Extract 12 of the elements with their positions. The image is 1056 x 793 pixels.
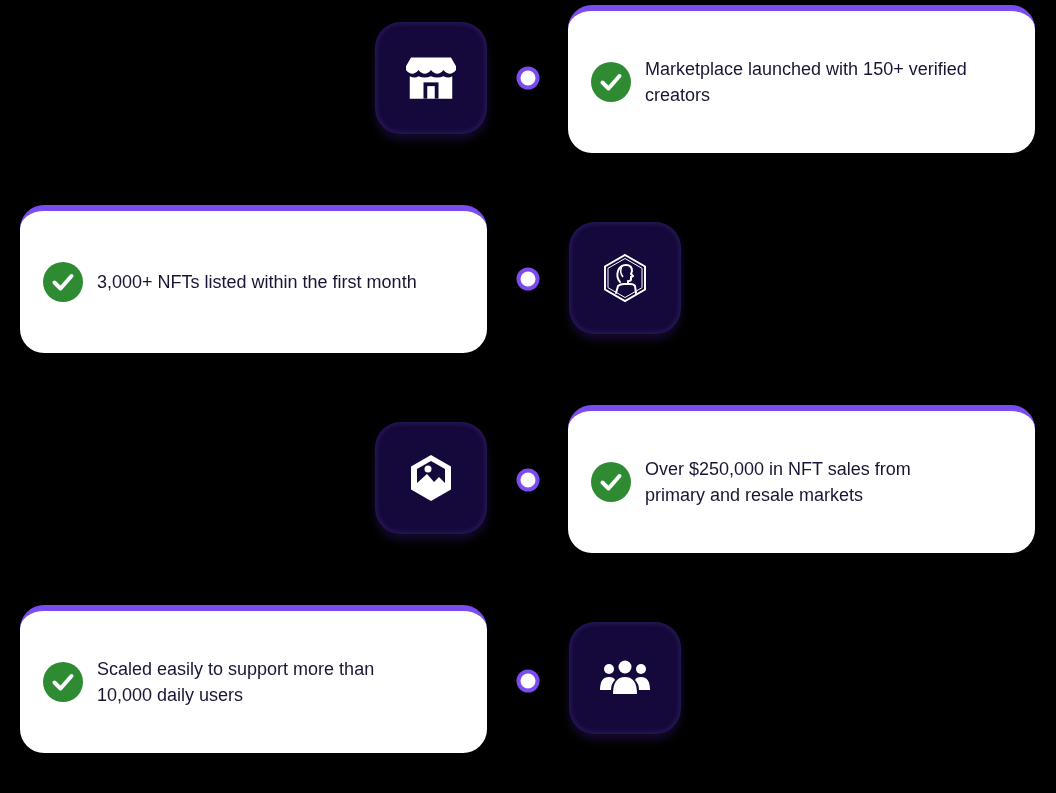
- icon-tile: [569, 222, 681, 334]
- milestone-card: [20, 605, 487, 753]
- milestone-card: [20, 205, 487, 353]
- milestone-card: [568, 5, 1035, 153]
- milestone-text: Over $250,000 in NFT sales from primary and resale markets: [645, 458, 912, 507]
- milestone-text: Scaled easily to support more than 10,000 daily users: [97, 658, 376, 707]
- icon-tile: [375, 422, 487, 534]
- milestone-card: [568, 405, 1035, 553]
- milestone-text: Marketplace launched with 150+ verified creators: [645, 58, 968, 107]
- milestone-text: 3,000+ NFTs listed within the first month: [97, 271, 418, 294]
- icon-tile: [569, 622, 681, 734]
- icon-tile: [375, 22, 487, 134]
